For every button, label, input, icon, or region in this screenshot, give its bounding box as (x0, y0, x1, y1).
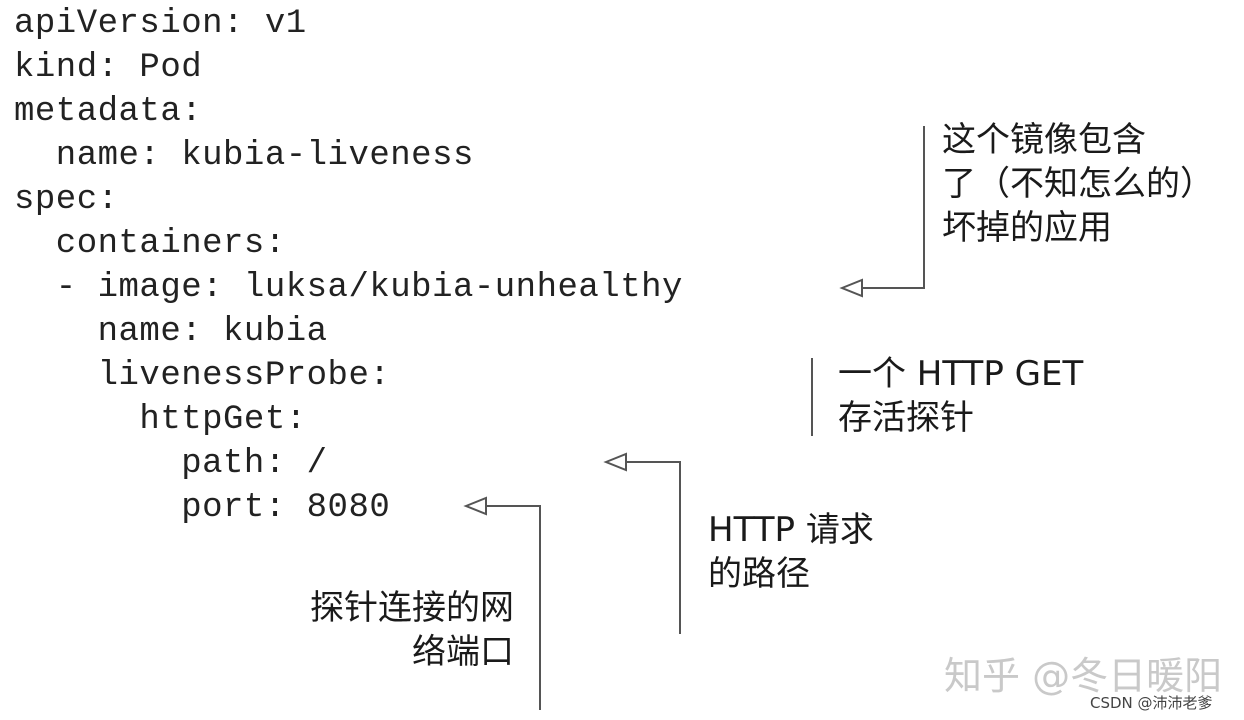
code-line-6: containers: (14, 225, 286, 263)
port-note-line-2: 络端口 (412, 632, 514, 672)
probe-note-line-1: 一个 HTTP GET (838, 354, 1084, 394)
port-note-arrowhead (463, 496, 487, 516)
image-note-line-3: 坏掉的应用 (942, 208, 1112, 248)
code-line-7: - image: luksa/kubia-unhealthy (14, 269, 683, 307)
port-note-connector (486, 505, 541, 710)
code-line-2: kind: Pod (14, 49, 203, 87)
port-note-line-1: 探针连接的网 (310, 588, 514, 628)
image-note-connector (862, 126, 925, 289)
csdn-credit: CSDN @沛沛老爹 (1090, 694, 1213, 712)
code-line-5: spec: (14, 181, 119, 219)
code-line-10: httpGet: (14, 401, 307, 439)
code-line-4: name: kubia-liveness (14, 137, 474, 175)
path-note-line-1: HTTP 请求 (708, 510, 874, 550)
image-note-line-2: 了（不知怎么的） (942, 164, 1214, 204)
code-line-11: path: / (14, 445, 328, 483)
code-line-8: name: kubia (14, 313, 328, 351)
code-line-1: apiVersion: v1 (14, 5, 307, 43)
zhihu-watermark: 知乎 @冬日暖阳 (944, 654, 1223, 698)
code-line-9: livenessProbe: (14, 357, 391, 395)
path-note-connector (626, 461, 681, 634)
path-note-line-2: 的路径 (708, 554, 810, 594)
code-line-12: port: 8080 (14, 489, 391, 527)
code-line-3: metadata: (14, 93, 203, 131)
image-note-line-1: 这个镜像包含 (942, 120, 1146, 160)
path-note-arrowhead (603, 452, 627, 472)
image-note-arrowhead (839, 278, 863, 298)
probe-note-line-2: 存活探针 (838, 398, 974, 438)
